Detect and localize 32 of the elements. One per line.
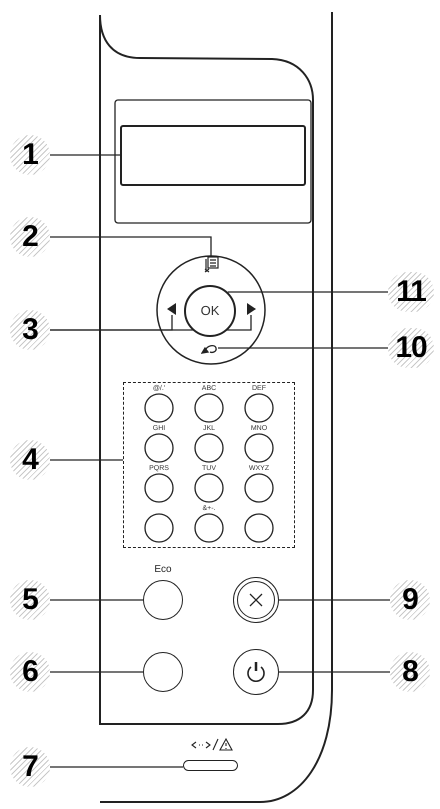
stop-button — [233, 577, 279, 623]
leader-line — [50, 236, 212, 256]
callout-number: 6 — [10, 652, 50, 692]
leader-line — [279, 599, 390, 601]
right-arrow-icon — [247, 303, 256, 315]
callout-number: 9 — [390, 580, 430, 620]
leader-line — [50, 766, 183, 768]
callout-number: 2 — [10, 217, 50, 257]
callout-number: 11 — [388, 272, 434, 312]
leader-line — [279, 671, 390, 673]
power-button — [233, 649, 279, 695]
button-label: Eco — [154, 563, 172, 577]
callout-number: 8 — [390, 652, 430, 692]
callout-number: 4 — [10, 440, 50, 480]
callout-number: 3 — [10, 310, 50, 350]
round-button — [143, 652, 183, 692]
keypad-area — [123, 382, 295, 548]
leader-line — [50, 599, 143, 601]
callout-number: 10 — [388, 328, 434, 368]
status-led — [183, 760, 238, 771]
leader-line — [50, 671, 143, 673]
leader-line — [50, 459, 123, 461]
callout-number: 1 — [10, 135, 50, 175]
leader-line — [218, 347, 388, 349]
menu-icon — [204, 256, 219, 273]
back-icon — [201, 343, 218, 354]
left-arrow-icon — [167, 303, 176, 315]
display-screen — [120, 125, 306, 186]
callout-number: 5 — [10, 580, 50, 620]
leader-line — [228, 291, 388, 293]
callout-number: 7 — [10, 747, 50, 787]
leader-line — [50, 154, 120, 156]
